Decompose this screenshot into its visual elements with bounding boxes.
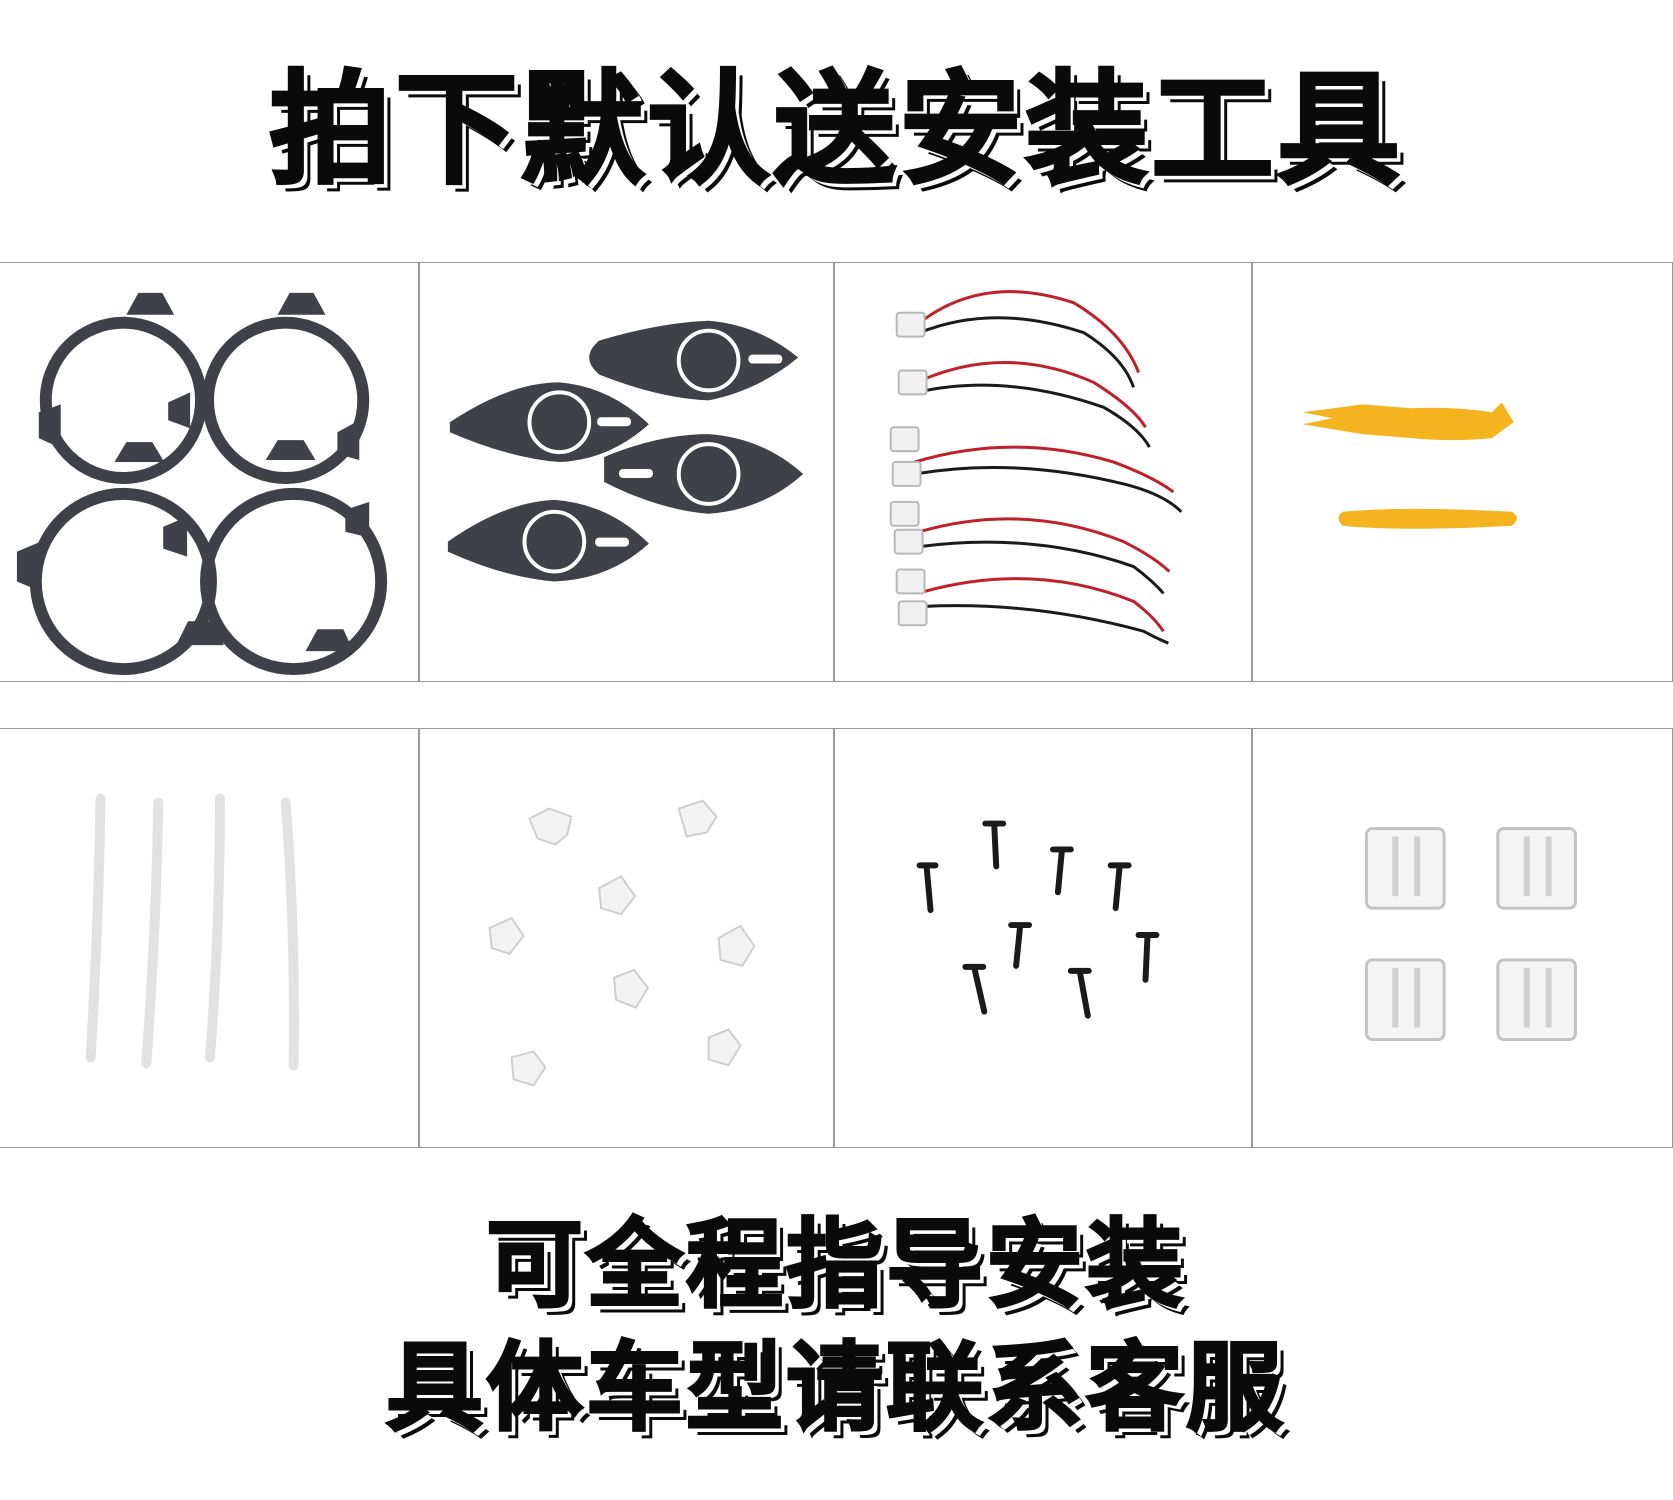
product-cell-clips bbox=[419, 728, 834, 1148]
product-cell-connectors bbox=[1252, 728, 1673, 1148]
foam-strips-icon bbox=[85, 793, 299, 1071]
product-cell-gaskets bbox=[419, 262, 834, 682]
page-title: 拍下默认送安装工具 bbox=[268, 58, 1404, 203]
product-cell-screws bbox=[834, 728, 1252, 1148]
footer-line-1: 可全程指导安装 bbox=[485, 1208, 1187, 1323]
product-cell-harness bbox=[834, 262, 1252, 682]
plastic-clips-icon bbox=[488, 799, 756, 1087]
product-cell-rings bbox=[0, 262, 419, 682]
wire-connectors-icon bbox=[1364, 827, 1577, 1042]
speaker-ring-adapters-icon bbox=[16, 292, 388, 676]
speaker-wire-harness-icon bbox=[889, 290, 1183, 645]
footer-line-2: 具体车型请联系客服 bbox=[385, 1331, 1287, 1446]
trim-removal-tools-icon bbox=[1302, 402, 1517, 529]
product-cell-foam-strips bbox=[0, 728, 419, 1148]
screws-icon bbox=[916, 820, 1160, 1019]
product-cell-trim-tools bbox=[1252, 262, 1673, 682]
speaker-mounting-gaskets-icon bbox=[447, 320, 804, 582]
